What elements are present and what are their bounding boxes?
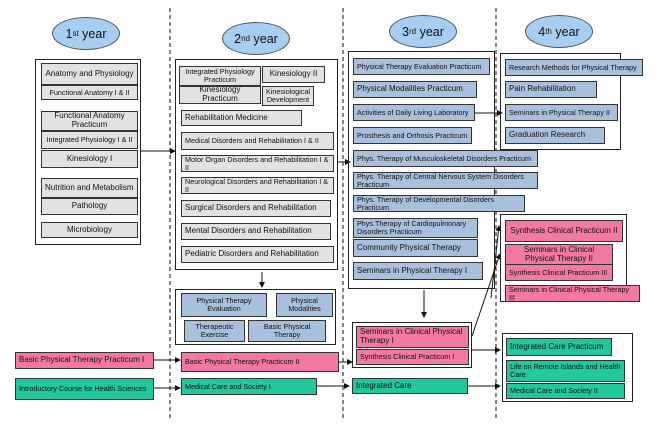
pain-rehabilitation: Pain Rehabilitation: [505, 81, 597, 98]
research-methods-pt: Research Methods for Physical Therapy: [505, 59, 643, 76]
year4-integrated-frame: [502, 333, 633, 402]
functional-anatomy: Functional Anatomy I & II: [41, 85, 138, 100]
seminars-pt-i: Seminars in Physical Therapy I: [353, 262, 483, 280]
year3-clinical-frame: [352, 322, 472, 368]
physical-modalities: Physical Modalities: [276, 293, 333, 317]
graduation-research: Graduation Research: [505, 127, 605, 144]
integrated-physiology-practicum: Integrated Physiology Practicum: [179, 66, 261, 86]
integrated-care: Integrated Care: [352, 378, 468, 394]
microbiology: Microbiology: [41, 222, 138, 238]
medical-disorders-rehab: Medical Disorders and Rehabilitation I &…: [181, 132, 334, 150]
physical-modalities-practicum: Physical Modalities Practicum: [353, 81, 477, 98]
kinesiology-i: Kinesiology I: [41, 150, 138, 168]
kinesiological-development: Kinesiological Development: [262, 86, 314, 106]
pathology: Pathology: [41, 198, 138, 215]
cns-disorders-practicum: Phys. Therapy of Central Nervous System …: [353, 172, 538, 189]
anatomy-physiology: Anatomy and Physiology: [41, 63, 138, 85]
nutrition-metabolism: Nutrition and Metabolism: [41, 178, 138, 198]
seminars-clinical-pt-i: Seminars in Clinical Physical Therapy I: [356, 326, 469, 348]
year4-research-frame: [500, 53, 621, 150]
cardiopulmonary-practicum: Phys.Therapy of Cardiopulmonary Disorder…: [353, 218, 478, 238]
medical-care-society-ii: Medical Care and Society II: [506, 383, 625, 399]
musculoskeletal-practicum: Phys. Therapy of Musculoskeletal Disorde…: [353, 150, 538, 167]
life-remote-islands-health-care: Life on Remote Islands and Health Care: [506, 360, 625, 382]
year1-basic-frame: [35, 59, 141, 245]
therapeutic-exercise: Therapeutic Exercise: [184, 320, 245, 342]
year2-frame: [175, 59, 338, 270]
pediatric-disorders-rehab: Pediatric Disorders and Rehabilitation: [181, 246, 334, 263]
basic-physical-therapy: Basic Physical Therapy: [248, 320, 326, 342]
seminars-pt-ii: Seminars in Physical Therapy II: [505, 104, 618, 121]
kinesiology-ii: Kinesiology II: [262, 66, 325, 83]
rehabilitation-medicine: Rehabilitation Medicine: [181, 110, 302, 126]
mental-disorders-rehab: Mental Disorders and Rehabilitation: [181, 223, 331, 240]
motor-organ-disorders-rehab: Motor Organ Disorders and Rehabilitation…: [181, 155, 334, 172]
medical-care-society-i: Medical Care and Society I: [181, 378, 317, 395]
basic-pt-practicum-i: Basic Physical Therapy Practicum I: [15, 352, 154, 369]
surgical-disorders-rehab: Surgical Disorders and Rehabilitation: [181, 200, 331, 217]
developmental-disorders-practicum: Phys. Therapy of Developmental Disorders…: [353, 195, 525, 212]
community-physical-therapy: Community Physical Therapy: [353, 239, 478, 257]
kinesiology-practicum: Kinesiology Practicum: [179, 86, 261, 104]
year2-pt-frame: [175, 289, 336, 345]
functional-anatomy-practicum: Functional Anatomy Practicum: [41, 111, 138, 131]
pt-evaluation-practicum: Physical Therapy Evaluation Practicum: [353, 58, 490, 75]
pt-evaluation: Physical Therapy Evaluation: [181, 293, 267, 317]
adl-laboratory: Activities of Daily Living Laboratory: [353, 104, 475, 121]
integrated-care-practicum: Integrated Care Practicum: [506, 338, 612, 356]
year3-frame: [348, 51, 495, 289]
synthesis-clinical-practicum-i: Synthesis Clinical Practicum I: [356, 349, 469, 365]
synthesis-clinical-practicum-iii: Synthesis Clinical Practicum III: [505, 264, 613, 281]
neurological-disorders-rehab: Neurological Disorders and Rehabilitatio…: [181, 177, 334, 194]
integrated-physiology: Integrated Physiology I & II: [41, 131, 138, 149]
prosthesis-orthosis-practicum: Prosthesis and Orthosis Practicum: [353, 127, 472, 144]
seminars-clinical-pt-iii: Seminars in Clinical Physical Therapy II…: [505, 285, 640, 302]
synthesis-clinical-practicum-ii: Synthesis Clinical Practicum II: [505, 220, 623, 242]
seminars-clinical-pt-ii: Seminars in Clinical Physical Therapy II: [505, 244, 613, 266]
basic-pt-practicum-ii: Basic Physical Therapy Practicum II: [181, 352, 339, 372]
introductory-course-health-sciences: Introductory Course for Health Sciences: [15, 378, 154, 400]
